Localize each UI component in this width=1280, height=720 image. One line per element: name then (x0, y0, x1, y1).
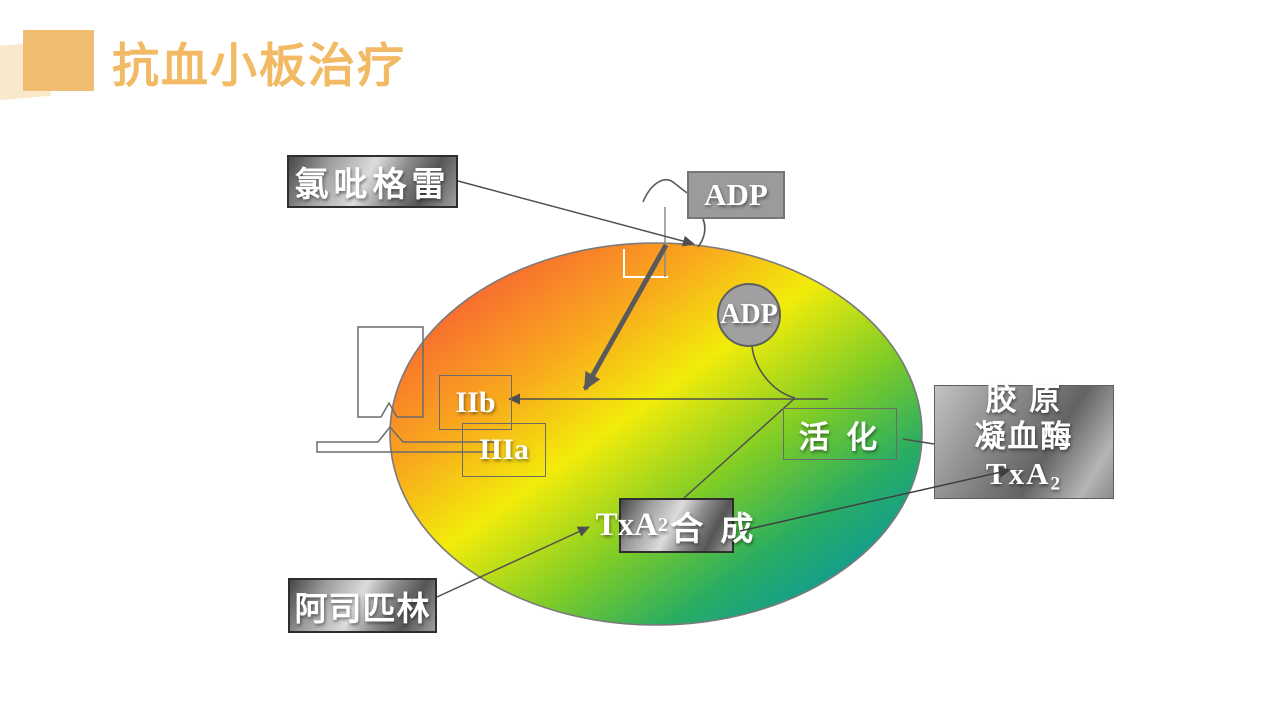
agonist-txa2-label: TxA2 (986, 455, 1062, 502)
clopidogrel-label: 氯吡格雷 (294, 166, 451, 204)
gpiib-iiia-receptor-shape (357, 326, 424, 418)
agonist-collagen-label: 胶 原 (985, 382, 1063, 418)
slide-title: 抗血小板治疗 (112, 39, 406, 92)
adp-free-label: ADP (704, 177, 768, 212)
title-accent-square (23, 30, 94, 91)
txa2-synthesis-prefix: TxA (595, 507, 658, 543)
activation-label-box: 活 化 (783, 408, 897, 460)
gpiiia-label: IIIa (478, 433, 530, 466)
agonists-box: 胶 原 凝血酶 TxA2 (934, 382, 1114, 502)
adp-squiggle-line (642, 178, 688, 203)
aspirin-label: 阿司匹林 (294, 589, 431, 627)
gpiib-label: IIb (455, 385, 496, 419)
aspirin-label-box: 阿司匹林 (288, 578, 437, 633)
agonist-txa2-prefix: TxA (985, 456, 1051, 492)
adp-balloon-string (751, 345, 796, 399)
activation-label: 活 化 (798, 419, 882, 455)
clopidogrel-label-box: 氯吡格雷 (287, 155, 458, 208)
aspirin-arrow (436, 526, 590, 598)
txa2-synthesis-suffix: 合 成 (670, 509, 758, 547)
activation-to-txa2-line (683, 397, 796, 499)
adp-channel-white-outline (623, 249, 668, 278)
adp-signal-thick-arrow (582, 243, 669, 391)
adp-entry-curve (697, 218, 706, 248)
gpiib-label-box: IIb (439, 375, 512, 430)
agonist-thrombin-label: 凝血酶 (974, 419, 1074, 455)
agonist-txa2-subscript: 2 (1050, 473, 1063, 495)
adp-granule-circle: ADP (717, 283, 781, 347)
txa2-synthesis-subscript: 2 (657, 514, 669, 536)
gpiiia-label-box: IIIa (462, 423, 546, 477)
adp-free-label-box: ADP (687, 171, 785, 219)
clopidogrel-arrow (457, 180, 695, 247)
agonist-connector-line (902, 438, 935, 445)
adp-granule-label: ADP (720, 299, 778, 330)
